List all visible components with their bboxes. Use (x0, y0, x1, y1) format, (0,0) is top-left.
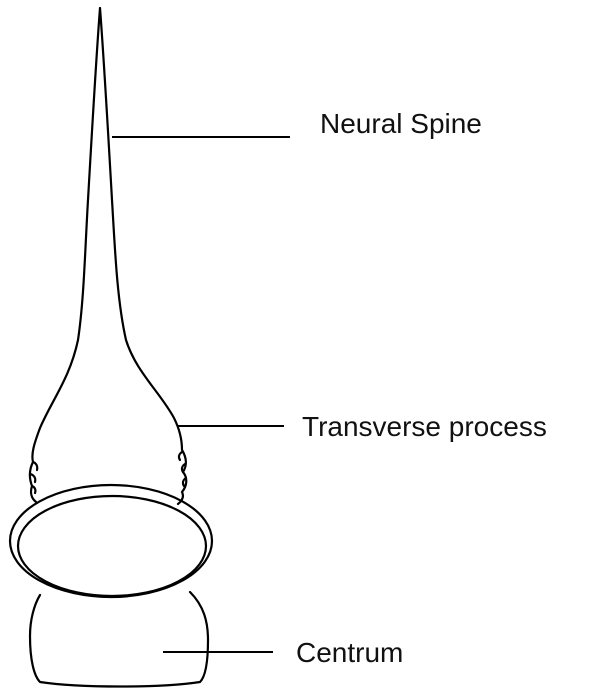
neural-spine-label: Neural Spine (320, 108, 482, 139)
neural-canal-inner (18, 496, 206, 596)
transverse-process-label: Transverse process (302, 411, 547, 442)
neural-spine-outline (30, 8, 186, 504)
centrum-label: Centrum (296, 637, 403, 668)
centrum-outline (30, 592, 208, 687)
